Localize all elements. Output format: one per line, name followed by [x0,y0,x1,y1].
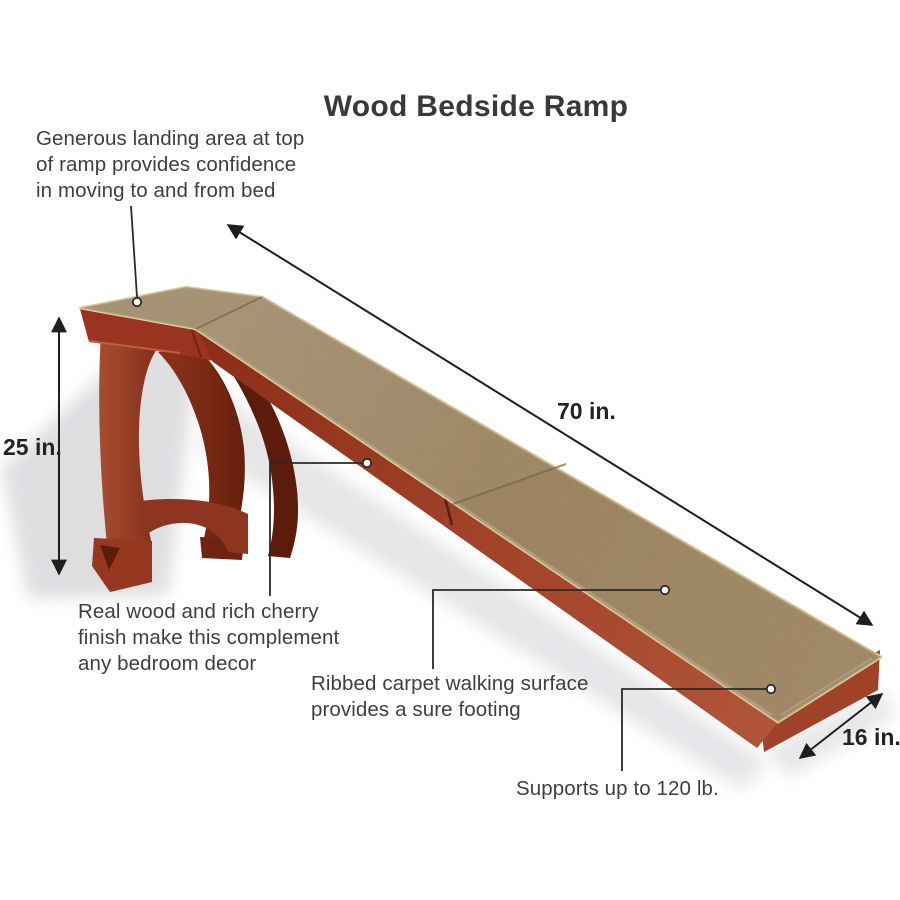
width-dimension-label: 16 in. [842,724,900,750]
annotation-capacity: Supports up to 120 lb. [516,776,719,802]
width-dimension-arrow [798,693,884,759]
callout-dot-surface [659,584,671,596]
annotation-surface: Ribbed carpet walking surface provides a… [311,671,589,723]
annotation-surface-line: provides a sure footing [311,698,521,721]
annotation-material-line: finish make this complement [78,626,340,649]
front-leg [99,332,163,545]
callout-dot-material [361,457,373,469]
annotation-capacity-line: Supports up to 120 lb. [516,777,719,800]
skirt-highlight [88,340,181,354]
length-dimension-arrow [226,224,874,626]
callout-dot-capacity [765,683,777,695]
annotation-material: Real wood and rich cherry finish make th… [78,599,339,677]
annotation-landing: Generous landing area at top of ramp pro… [36,126,304,204]
callout-line-capacity [621,688,766,771]
annotation-landing-line: in moving to and from bed [36,179,276,202]
landing-skirt [80,309,213,361]
rear-leg [158,348,245,548]
height-dimension-label: 25 in. [3,434,62,460]
annotation-landing-line: of ramp provides confidence [36,153,297,176]
dimension-arrows [51,224,884,759]
annotation-material-line: Real wood and rich cherry [78,600,319,623]
hinge-gap [190,327,202,358]
product-title: Wood Bedside Ramp [323,90,629,123]
callout-dot-landing [131,296,143,308]
front-foot-notch [100,545,120,570]
length-dimension-label: 70 in. [557,398,616,424]
annotation-material-line: any bedroom decor [78,652,257,675]
annotation-landing-line: Generous landing area at top [36,127,305,150]
arched-stretcher [112,499,248,556]
callout-line-landing [130,205,138,298]
annotation-surface-line: Ribbed carpet walking surface [311,672,589,695]
